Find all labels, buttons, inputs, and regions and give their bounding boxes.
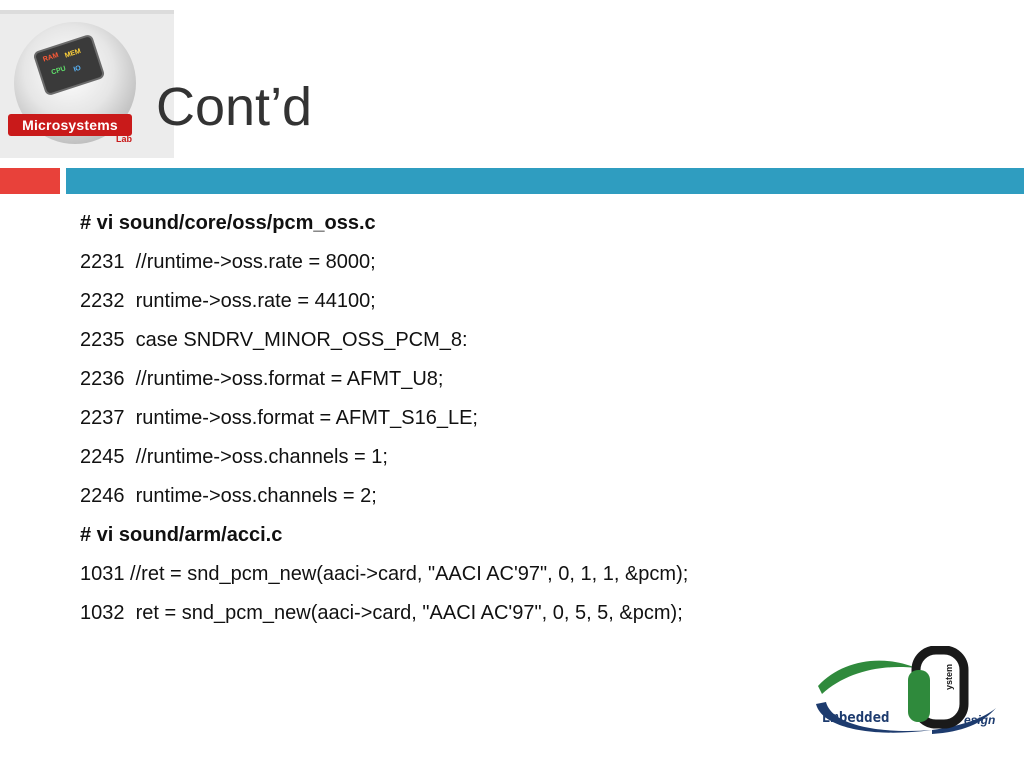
header-bar-red	[0, 168, 60, 194]
lab-name-sub: Lab	[116, 134, 133, 144]
slide-title: Cont’d	[156, 77, 313, 137]
code-line: 1031 //ret = snd_pcm_new(aaci->card, "AA…	[80, 563, 689, 585]
logo-text-mid: ystem	[944, 664, 954, 690]
code-line: 2246 runtime->oss.channels = 2;	[80, 485, 377, 507]
lab-name-banner: Microsystems	[8, 114, 132, 136]
code-line: # vi sound/core/oss/pcm_oss.c	[80, 212, 376, 234]
code-line-list: # vi sound/core/oss/pcm_oss.c 2231 //run…	[80, 204, 1000, 633]
chip-label-4: IO	[72, 64, 82, 74]
code-line: 2235 case SNDRV_MINOR_OSS_PCM_8:	[80, 329, 468, 351]
code-line: 2237 runtime->oss.format = AFMT_S16_LE;	[80, 407, 478, 429]
logo-swoosh-green	[818, 660, 916, 694]
chip-label-2: MEM	[64, 47, 82, 60]
code-line: # vi sound/arm/acci.c	[80, 524, 283, 546]
code-line: 2231 //runtime->oss.rate = 8000;	[80, 251, 376, 273]
header-bar-blue	[66, 168, 1024, 194]
code-line: 2245 //runtime->oss.channels = 1;	[80, 446, 388, 468]
code-line: 1032 ret = snd_pcm_new(aaci->card, "AACI…	[80, 602, 683, 624]
logo-s-shape	[908, 670, 930, 722]
chip-label-3: CPU	[50, 65, 67, 77]
microsystems-lab-logo: RAM MEM CPU IO Microsystems Lab	[0, 10, 174, 158]
logo-swoosh-navy	[816, 702, 932, 733]
code-line: 2236 //runtime->oss.format = AFMT_U8;	[80, 368, 444, 390]
logo-stripe	[0, 10, 174, 14]
embedded-system-design-logo: Embedded ystem esign	[816, 646, 996, 734]
code-line: 2232 runtime->oss.rate = 44100;	[80, 290, 376, 312]
logo-text-right: esign	[964, 713, 995, 727]
logo-text-left: Embedded	[822, 710, 889, 726]
chip-label-1: RAM	[42, 51, 60, 64]
